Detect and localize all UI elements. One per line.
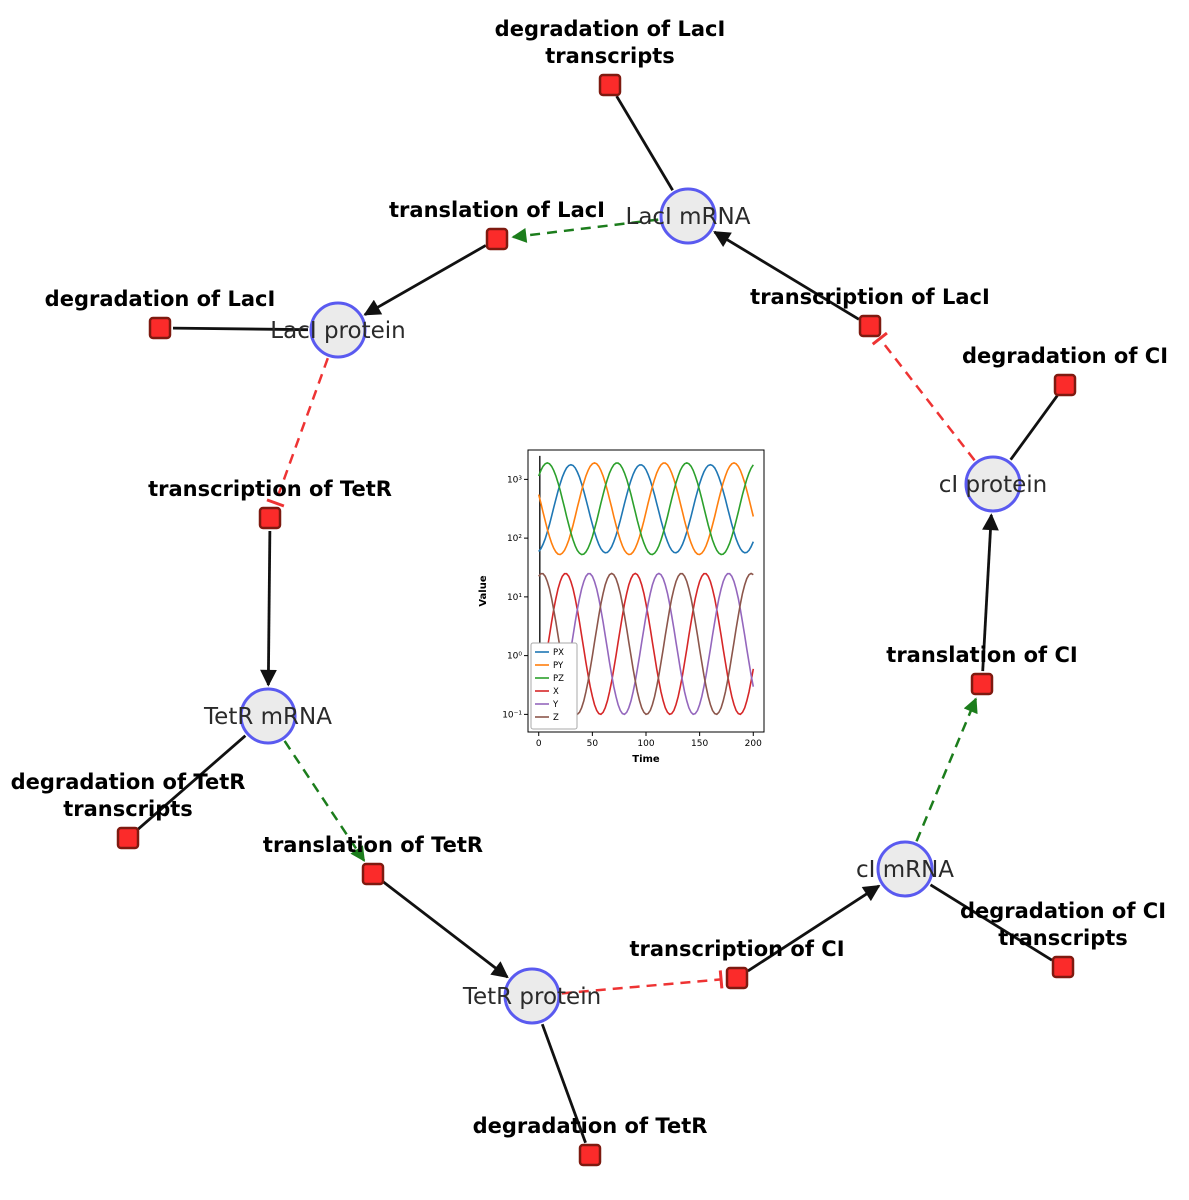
inhibition-tee-tetr-protein-to-transcription-of-ci: [718, 970, 724, 989]
reaction-label-degradation-of-ci: degradation of CI: [962, 344, 1168, 368]
reaction-node-transcription-of-tetr[interactable]: [258, 506, 282, 530]
x-tick-label: 200: [745, 739, 762, 749]
species-node-ci-mrna[interactable]: [876, 840, 934, 898]
inhibition-tee-ci-protein-to-transcription-of-laci: [871, 331, 888, 346]
legend-label-Y: Y: [552, 700, 559, 710]
reaction-node-degradation-of-tetr-transcripts[interactable]: [116, 826, 140, 850]
reaction-label-degradation-of-laci: degradation of LacI: [45, 287, 276, 311]
species-node-laci-mrna[interactable]: [659, 187, 717, 245]
series-PY: [537, 462, 755, 556]
species-label-laci-mrna: LacI mRNA: [626, 204, 751, 230]
reaction-node-transcription-of-laci[interactable]: [858, 314, 882, 338]
reaction-label-transcription-of-tetr: transcription of TetR: [148, 477, 392, 501]
species-label-ci-mrna: cI mRNA: [856, 857, 954, 883]
species-node-laci-protein[interactable]: [309, 301, 367, 359]
edge-consumption-tetr-protein-to-degradation-of-tetr: [540, 1023, 587, 1144]
chart-background: [470, 438, 782, 772]
x-tick-label: 150: [691, 739, 708, 749]
species-node-ci-protein[interactable]: [964, 455, 1022, 513]
edge-layer: [136, 95, 1059, 1144]
species-label-tetr-protein: TetR protein: [462, 984, 601, 1010]
reaction-node-degradation-of-tetr[interactable]: [578, 1143, 602, 1167]
legend-label-X: X: [553, 687, 559, 697]
series-X: [537, 572, 755, 716]
reaction-label-transcription-of-ci: transcription of CI: [629, 937, 844, 961]
y-tick-label: 10⁻¹: [502, 710, 522, 720]
legend-label-PZ: PZ: [553, 674, 564, 684]
species-label-tetr-mrna: TetR mRNA: [203, 704, 332, 730]
reaction-label-translation-of-laci: translation of LacI: [389, 198, 605, 222]
node-layer: [116, 73, 1077, 1167]
series-Y: [537, 572, 755, 716]
legend-label-PX: PX: [553, 648, 564, 658]
y-axis-label: Value: [478, 575, 489, 606]
edge-production-translation-of-ci-to-ci-protein: [981, 513, 999, 672]
reaction-node-degradation-of-laci[interactable]: [148, 316, 172, 340]
edge-consumption-laci-protein-to-degradation-of-laci: [172, 326, 309, 332]
species-node-tetr-mrna[interactable]: [239, 687, 297, 745]
edge-inhibition-tetr-protein-to-transcription-of-ci: [561, 978, 722, 995]
edge-consumption-laci-mrna-to-degradation-of-laci-transcripts: [615, 95, 674, 191]
edge-production-transcription-of-tetr-to-tetr-mrna: [260, 530, 277, 687]
edge-inhibition-ci-protein-to-transcription-of-laci: [878, 337, 976, 462]
y-tick-label: 10³: [507, 475, 522, 485]
edge-modifier-ci-mrna-to-translation-of-ci: [915, 697, 978, 842]
y-tick-label: 10²: [507, 534, 522, 544]
series-PZ: [537, 462, 754, 556]
x-tick-label: 50: [587, 739, 599, 749]
reaction-node-translation-of-ci[interactable]: [970, 672, 994, 696]
reaction-label-translation-of-ci: translation of CI: [886, 643, 1077, 667]
reaction-label-degradation-of-tetr: degradation of TetR: [473, 1114, 708, 1138]
reaction-node-degradation-of-ci-transcripts[interactable]: [1051, 955, 1075, 979]
edge-production-translation-of-tetr-to-tetr-protein: [382, 880, 509, 979]
species-node-tetr-protein[interactable]: [503, 967, 561, 1025]
reaction-label-translation-of-tetr: translation of TetR: [263, 833, 483, 857]
reaction-label-transcription-of-laci: transcription of LacI: [750, 285, 990, 309]
edge-modifier-laci-mrna-to-translation-of-laci: [511, 218, 659, 243]
y-tick-label: 10¹: [507, 593, 522, 603]
species-label-laci-protein: LacI protein: [270, 318, 405, 344]
reaction-node-translation-of-laci[interactable]: [485, 227, 509, 251]
y-tick-label: 10⁰: [507, 652, 522, 662]
x-axis-label: Time: [632, 754, 660, 765]
x-tick-label: 100: [637, 739, 654, 749]
edge-consumption-ci-protein-to-degradation-of-ci: [1009, 394, 1059, 461]
edge-production-transcription-of-ci-to-ci-mrna: [747, 884, 881, 973]
edge-production-transcription-of-laci-to-laci-mrna: [713, 230, 860, 321]
x-tick-label: 0: [536, 739, 542, 749]
species-label-ci-protein: cI protein: [939, 472, 1048, 498]
reaction-node-degradation-of-ci[interactable]: [1053, 373, 1077, 397]
reaction-node-translation-of-tetr[interactable]: [361, 862, 385, 886]
edge-inhibition-laci-protein-to-transcription-of-tetr: [274, 357, 329, 504]
series-PX: [538, 463, 755, 554]
legend-label-PY: PY: [553, 661, 564, 671]
reaction-node-transcription-of-ci[interactable]: [725, 966, 749, 990]
edge-production-translation-of-laci-to-laci-protein: [363, 244, 487, 316]
reaction-node-degradation-of-laci-transcripts[interactable]: [598, 73, 622, 97]
legend-label-Z: Z: [553, 713, 559, 723]
edge-modifier-tetr-mrna-to-translation-of-tetr: [283, 740, 366, 862]
edge-consumption-tetr-mrna-to-degradation-of-tetr-transcripts: [136, 734, 247, 831]
inhibition-tee-laci-protein-to-transcription-of-tetr: [266, 498, 285, 508]
edge-consumption-ci-mrna-to-degradation-of-ci-transcripts: [929, 883, 1053, 962]
